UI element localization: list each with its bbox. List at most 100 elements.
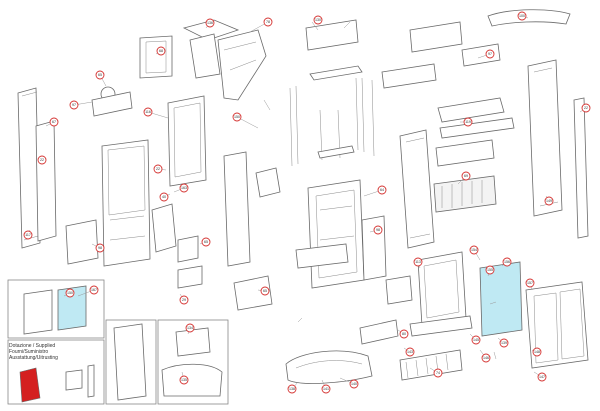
callout[interactable]: 100 (517, 11, 527, 21)
callout-label: 155 (487, 268, 493, 272)
callout-label: 22 (584, 106, 588, 110)
supplied-line: Dotazione / Supplied (9, 343, 56, 349)
left-front-panel (35, 120, 57, 242)
callout-label: 98 (98, 246, 102, 250)
callout[interactable]: 150 (65, 288, 75, 298)
callout[interactable]: 64 (377, 185, 387, 195)
callout[interactable]: 65 (95, 70, 105, 80)
callout[interactable]: 113 (413, 257, 423, 267)
supplied-line: Ausstattung/Uitrusting (9, 355, 58, 361)
callout[interactable]: 143 (405, 347, 415, 357)
callout[interactable]: 22 (153, 164, 163, 174)
callout[interactable]: 140 (349, 379, 359, 389)
callout-label: 100 (519, 14, 525, 18)
callout-label: 157 (527, 281, 533, 285)
callout[interactable]: 141 (321, 384, 331, 394)
callout[interactable]: 65 (260, 286, 270, 296)
callout[interactable]: 148 (532, 347, 542, 357)
callout-label: 113 (415, 260, 421, 264)
callout[interactable]: 65 (201, 237, 211, 247)
callout[interactable]: 67 (49, 117, 59, 127)
left-back-panel (101, 139, 151, 267)
top-center-parts (305, 19, 463, 89)
callout-label: 141 (323, 387, 329, 391)
callout[interactable]: 167 (89, 285, 99, 295)
supplied-line: Fourni/Suministro (9, 349, 49, 355)
callout-label: 150 (234, 115, 240, 119)
callout[interactable]: 98 (373, 225, 383, 235)
side-column (399, 129, 435, 249)
callout-label: 135 (181, 378, 187, 382)
callout-label: 139 (501, 341, 507, 345)
inset-glass-options (7, 279, 105, 339)
right-tall-panel (527, 59, 589, 239)
callout[interactable]: 116 (143, 107, 153, 117)
callout-label: 167 (91, 288, 97, 292)
callout[interactable]: 98 (95, 243, 105, 253)
callout-label: 65 (263, 289, 267, 293)
callout-label: 64 (380, 188, 384, 192)
fan-assembly (91, 86, 133, 117)
callout-label: 22 (156, 167, 160, 171)
main-body (295, 179, 387, 289)
callout[interactable]: 117 (23, 230, 33, 240)
left-frame (167, 95, 207, 187)
callout[interactable]: 97 (485, 49, 495, 59)
left-side-panel (17, 87, 41, 249)
callout[interactable]: 150 (232, 112, 242, 122)
callout[interactable]: 78 (263, 17, 273, 27)
callout[interactable]: 97 (69, 100, 79, 110)
callout-label: 130 (315, 18, 321, 22)
callout[interactable]: 40 (159, 192, 169, 202)
door-glass (479, 261, 523, 337)
callout[interactable]: 147 (537, 372, 547, 382)
callout[interactable]: 74 (433, 368, 443, 378)
callout-label: 67 (52, 120, 56, 124)
callout-label: 78 (266, 20, 270, 24)
callout-label: 69 (464, 174, 468, 178)
lower-center-parts (359, 275, 473, 381)
callout[interactable]: 146 (481, 353, 491, 363)
callout[interactable]: 69 (461, 171, 471, 181)
left-lower-components (65, 167, 281, 311)
callout[interactable]: 145 (471, 335, 481, 345)
callout[interactable]: 119 (463, 117, 473, 127)
door-frame (417, 251, 467, 327)
callout[interactable]: 22 (37, 155, 47, 165)
inset-back-view (105, 319, 157, 405)
callout[interactable]: 29 (179, 295, 189, 305)
callout-label: 119 (465, 120, 471, 124)
callout[interactable]: 157 (525, 278, 535, 288)
small-door-frame (139, 35, 173, 79)
callout[interactable]: 163 (179, 183, 189, 193)
callout[interactable]: 80 (399, 329, 409, 339)
callout-label: 156 (504, 260, 510, 264)
callout[interactable]: 134 (185, 323, 195, 333)
grate (433, 175, 497, 213)
callout[interactable]: 149 (544, 196, 554, 206)
callout[interactable]: 156 (502, 257, 512, 267)
callout[interactable]: 154 (469, 245, 479, 255)
callout[interactable]: 68 (156, 46, 166, 56)
callout[interactable]: 22 (581, 103, 591, 113)
callout[interactable]: 139 (499, 338, 509, 348)
callout[interactable]: 155 (485, 265, 495, 275)
callout-label: 143 (407, 350, 413, 354)
callout[interactable]: 136 (205, 18, 215, 28)
outer-door (525, 281, 589, 369)
callout-label: 117 (25, 233, 31, 237)
callout[interactable]: 138 (287, 384, 297, 394)
inset-supplied (7, 339, 105, 405)
callout[interactable]: 130 (313, 15, 323, 25)
callout[interactable]: 135 (179, 375, 189, 385)
springs-and-rods (289, 65, 375, 167)
callout-label: 80 (402, 332, 406, 336)
callout-label: 149 (546, 199, 552, 203)
callout-label: 68 (159, 49, 163, 53)
top-bracket (182, 19, 240, 79)
inset-lower-mechanism (157, 319, 229, 405)
callout-label: 98 (376, 228, 380, 232)
callout-label: 147 (539, 375, 545, 379)
callout-label: 138 (289, 387, 295, 391)
